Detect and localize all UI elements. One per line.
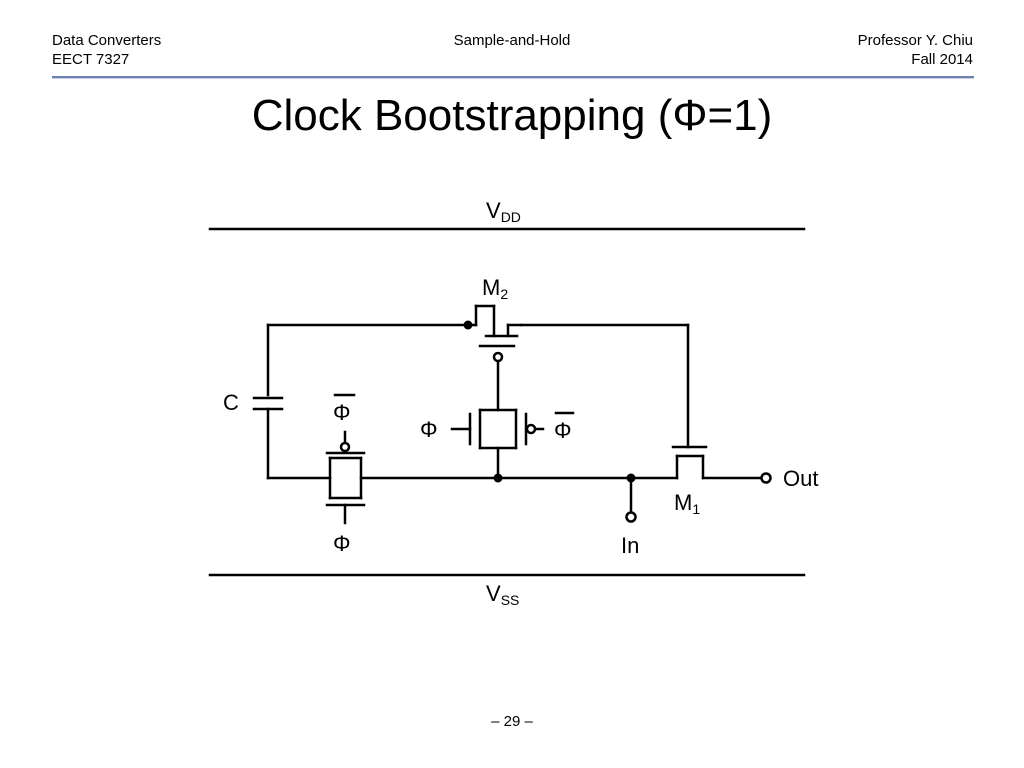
middle-phi-label: Φ [420,417,438,442]
header-right: Professor Y. Chiu Fall 2014 [858,31,973,69]
junction-middle [493,473,503,483]
vdd-label: VDD [486,198,521,225]
top-node-wire [266,323,690,449]
m2-label: M2 [482,275,508,302]
m1-transistor [671,445,762,480]
left-phi-label: Φ [333,531,351,556]
semester: Fall 2014 [911,51,973,68]
in-terminal [625,511,637,523]
junction-dots [463,320,636,483]
vss-label: VSS [486,581,519,608]
left-tg-bubble [339,441,351,453]
left-phi-bar-label: Φ [333,400,351,425]
slide-title: Clock Bootstrapping (Φ=1) [251,91,773,140]
capacitor-c [252,396,284,480]
header-left: Data Converters EECT 7327 [52,31,161,69]
course-name: Data Converters [52,32,162,49]
junction-top [463,320,473,330]
m2-gate-bubble [492,351,504,363]
m1-label: M1 [674,490,700,517]
middle-transmission-gate [450,408,545,480]
section-title: Sample-and-Hold [453,32,571,49]
in-label: In [621,533,639,558]
middle-phi-bar-label: Φ [554,418,572,443]
middle-tg-bubble [525,423,537,435]
junction-input [626,473,636,483]
capacitor-label: C [223,390,239,415]
header-divider [52,76,974,78]
left-transmission-gate [325,430,366,525]
page-number: – 29 – [491,713,533,730]
header-center: Sample-and-Hold [0,31,1024,50]
course-code: EECT 7327 [52,51,130,68]
instructor-name: Professor Y. Chiu [857,32,973,49]
out-label: Out [783,466,818,491]
m2-transistor [474,304,523,412]
out-terminal [760,472,772,484]
header-divider-shadow [52,78,974,79]
